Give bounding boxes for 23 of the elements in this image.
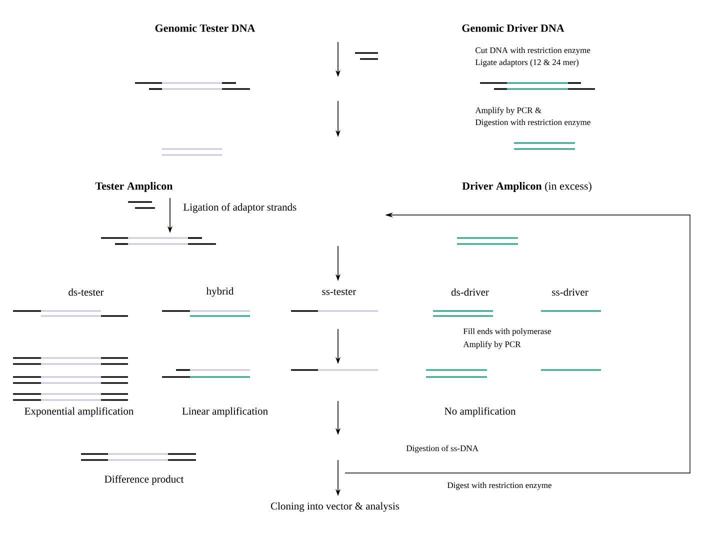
step-label: Genomic Tester DNA — [155, 24, 256, 32]
step-label: Cut DNA with restriction enzyme — [476, 47, 590, 55]
step-label: Digest with restriction enzyme — [447, 482, 552, 490]
step-label: Amplify by PCR & — [475, 107, 542, 115]
step-label: Genomic Driver DNA — [462, 24, 564, 32]
step-label: Tester Amplicon — [95, 182, 173, 192]
step-label: ss-tester — [322, 289, 356, 296]
step-label: Driver Amplicon (in excess) — [462, 182, 592, 192]
step-label: Fill ends with polymerase — [463, 328, 551, 336]
step-label: Cloning into vector & analysis — [270, 502, 400, 512]
step-label: Digestion with restriction enzyme — [475, 119, 590, 127]
step-label: Digestion of ss-DNA — [406, 445, 478, 453]
step-label: Difference product — [104, 475, 184, 485]
step-label: ds-tester — [68, 288, 104, 296]
step-label: ss-driver — [552, 288, 588, 296]
step-label: Amplify by PCR — [463, 341, 521, 349]
step-label: Ligate adaptors (12 & 24 mer) — [475, 59, 578, 67]
step-label: ds-driver — [451, 288, 489, 296]
step-label: Ligation of adaptor strands — [184, 203, 296, 213]
step-label: Linear amplification — [182, 407, 268, 417]
step-label: No amplification — [444, 407, 516, 417]
step-label: hybrid — [206, 287, 234, 297]
step-label: Exponential amplification — [24, 407, 134, 417]
